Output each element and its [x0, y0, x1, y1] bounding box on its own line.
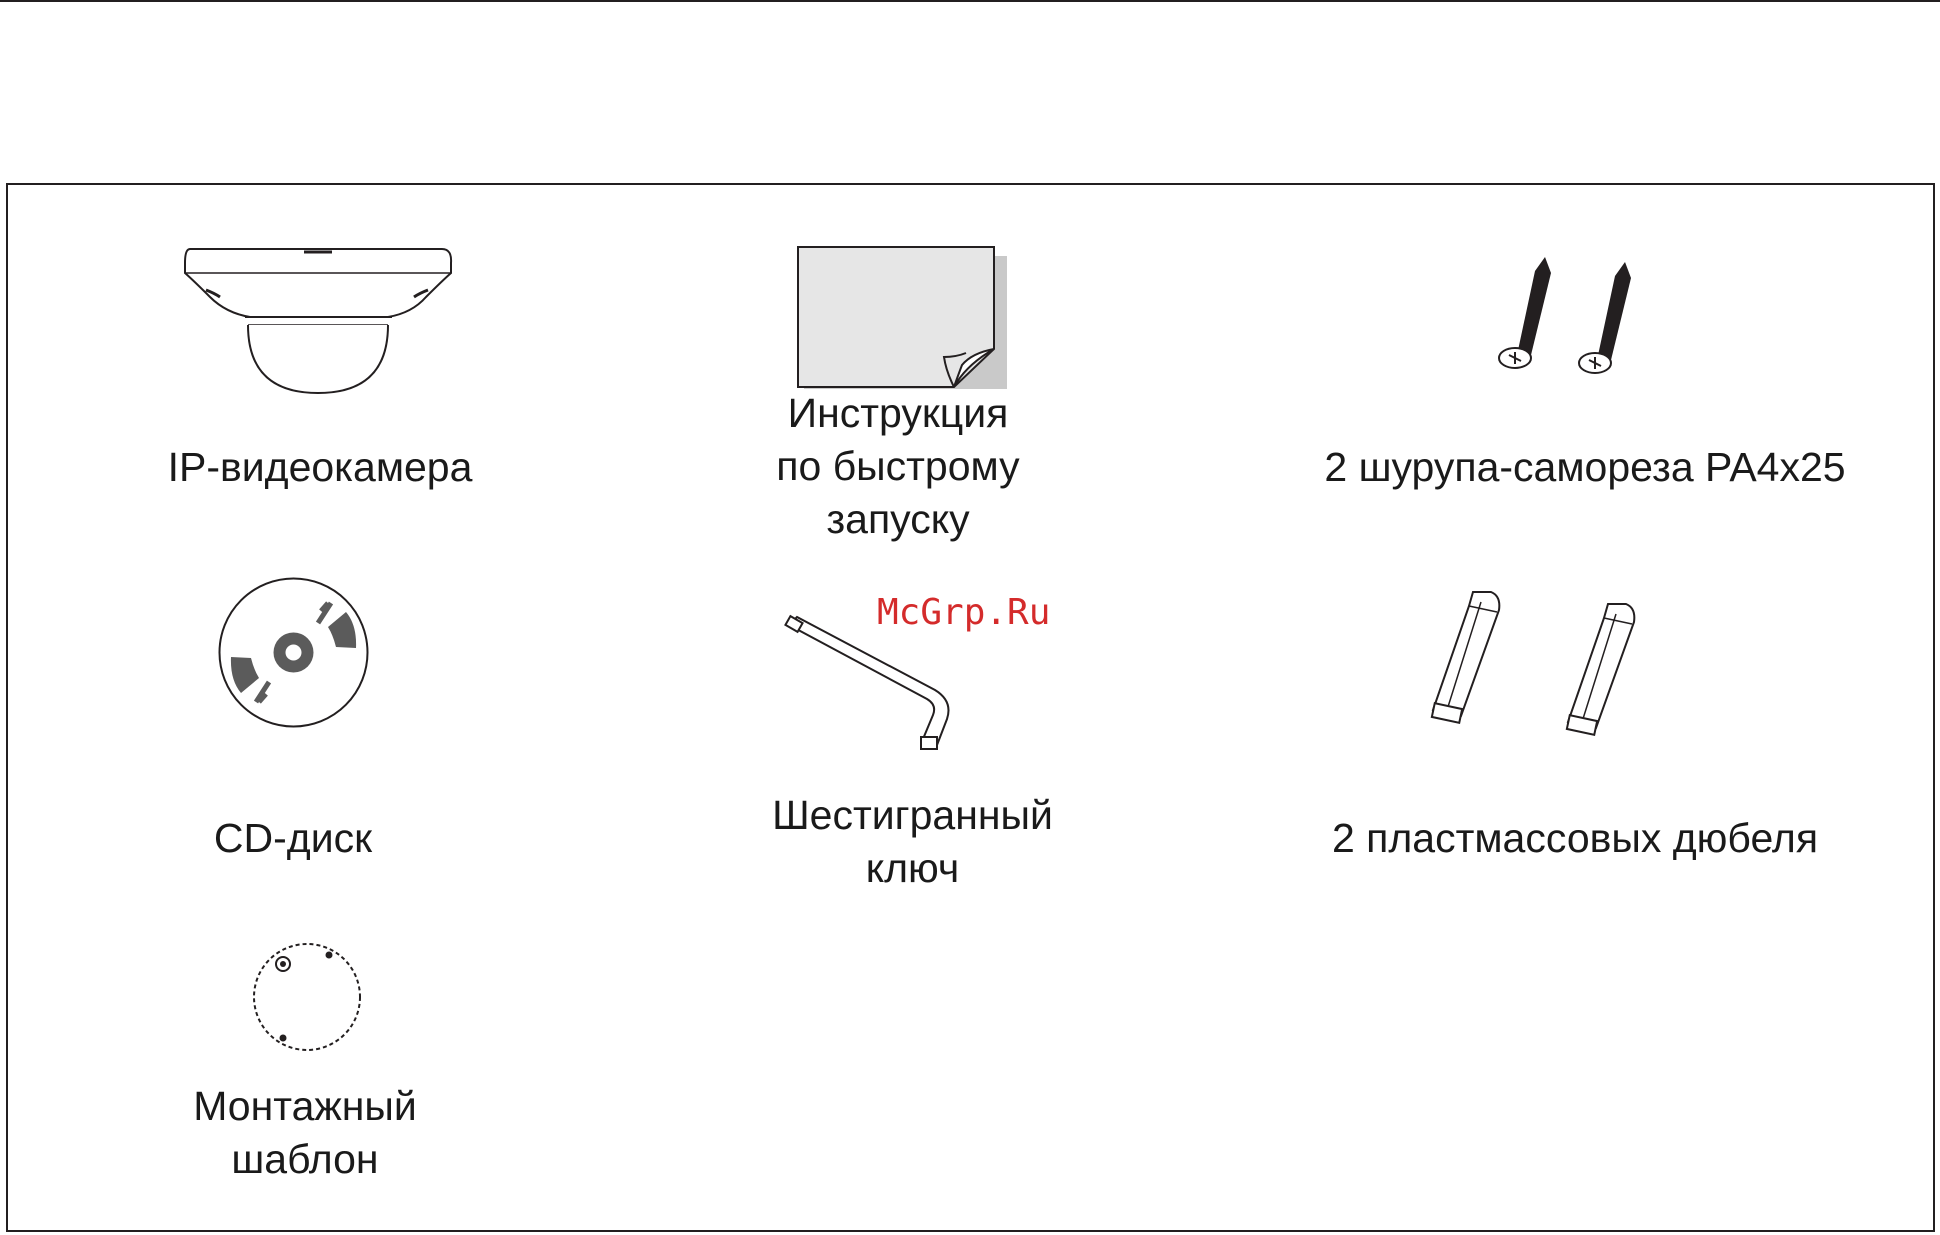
- mounting-template-icon: [250, 940, 365, 1055]
- screw-icon: [1495, 255, 1555, 375]
- dowel-icon: [1425, 588, 1515, 728]
- dome-camera-icon: [180, 245, 455, 395]
- label-hex-key: Шестигранный ключ: [730, 789, 1095, 895]
- label-screws: 2 шурупа-самореза PA4x25: [1280, 441, 1890, 494]
- document-icon: [796, 245, 1016, 390]
- label-ip-camera: IP-видеокамера: [145, 441, 495, 494]
- label-mounting-template: Монтажный шаблон: [155, 1080, 455, 1186]
- cd-disc-icon: [216, 575, 371, 730]
- label-cd-disc: CD-диск: [143, 812, 443, 865]
- hex-key-icon: [785, 615, 965, 755]
- watermark: McGrp.Ru: [877, 592, 1050, 633]
- screw-icon: [1575, 260, 1635, 380]
- label-quick-guide: Инструкция по быстрому запуску: [718, 387, 1078, 546]
- top-rule: [0, 0, 1940, 2]
- dowel-icon: [1560, 600, 1650, 740]
- label-dowels: 2 пластмассовых дюбеля: [1280, 812, 1870, 865]
